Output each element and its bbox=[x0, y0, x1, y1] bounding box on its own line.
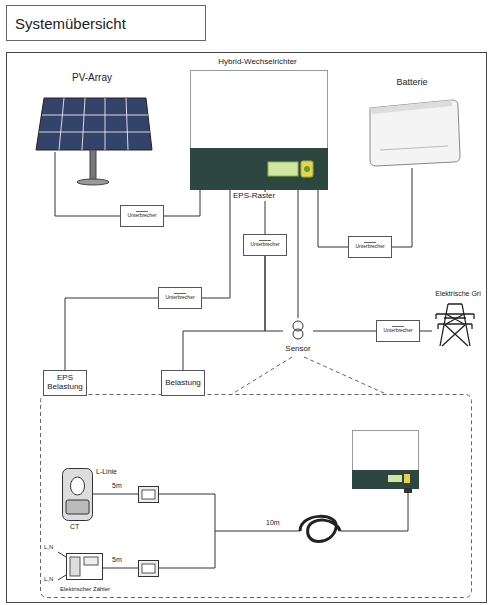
node-text: Unterbrecher bbox=[127, 213, 156, 219]
wire bbox=[298, 190, 299, 318]
wire bbox=[183, 256, 265, 370]
title-text: Systemübersicht bbox=[15, 15, 126, 32]
wire bbox=[313, 331, 376, 332]
length-label: 5m bbox=[112, 482, 122, 490]
load-box: EPS Belastung bbox=[43, 370, 87, 396]
length-label: 5m bbox=[112, 556, 122, 564]
part-label: CT bbox=[70, 523, 79, 531]
node-text: Elektrische Gri bbox=[435, 290, 481, 298]
breaker-box: Unterbrecher bbox=[376, 320, 420, 342]
sensor-symbol bbox=[293, 321, 303, 339]
wire-label: L-Linie bbox=[96, 468, 117, 476]
pv-array: PV-Array bbox=[30, 72, 154, 152]
wire bbox=[318, 190, 348, 247]
breaker-box: Unterbrecher bbox=[158, 287, 202, 309]
node-text: Hybrid-Wechselrichter bbox=[218, 58, 297, 67]
breaker-box: Unterbrecher bbox=[243, 234, 287, 256]
node-text: Batterie bbox=[396, 78, 427, 88]
pv-panel-drawing bbox=[36, 98, 152, 185]
frame bbox=[7, 53, 487, 603]
bus-label: EPS-Raster bbox=[232, 192, 276, 201]
grid: Elektrische Gri bbox=[432, 290, 484, 348]
node-text: Unterbrecher bbox=[355, 244, 384, 250]
node-text: Unterbrecher bbox=[250, 242, 279, 248]
battery: Batterie bbox=[360, 78, 464, 168]
wire bbox=[202, 190, 230, 298]
sensor: Sensor bbox=[283, 318, 313, 354]
load-box: Belastung bbox=[161, 370, 205, 396]
node-text: Sensor bbox=[285, 345, 310, 354]
node-text: PV-Array bbox=[72, 72, 112, 83]
sensor-wiring-drawing bbox=[58, 431, 419, 581]
battery-drawing bbox=[370, 100, 460, 166]
node-text: EPS Belastung bbox=[47, 374, 83, 392]
callout bbox=[41, 357, 472, 598]
node-text: Unterbrecher bbox=[383, 328, 412, 334]
wire bbox=[55, 152, 120, 216]
wire bbox=[265, 256, 283, 331]
inverter-drawing bbox=[191, 71, 328, 190]
wire bbox=[65, 298, 158, 370]
pylon-drawing bbox=[436, 304, 474, 346]
wire bbox=[392, 168, 412, 247]
wire bbox=[420, 331, 432, 332]
breaker-box: Unterbrecher bbox=[120, 205, 164, 227]
wire-label: L,N bbox=[44, 544, 53, 551]
length-label: 10m bbox=[266, 519, 280, 527]
part-label: Elektrischer Zähler bbox=[60, 586, 110, 593]
node-text: Unterbrecher bbox=[165, 295, 194, 301]
breaker-box: Unterbrecher bbox=[348, 236, 392, 258]
title-box: Systemübersicht bbox=[6, 5, 206, 41]
node-text: Belastung bbox=[165, 379, 201, 388]
wire bbox=[164, 190, 200, 216]
inverter: Hybrid-Wechselrichter bbox=[185, 58, 330, 190]
wire-label: L,N bbox=[44, 576, 53, 583]
